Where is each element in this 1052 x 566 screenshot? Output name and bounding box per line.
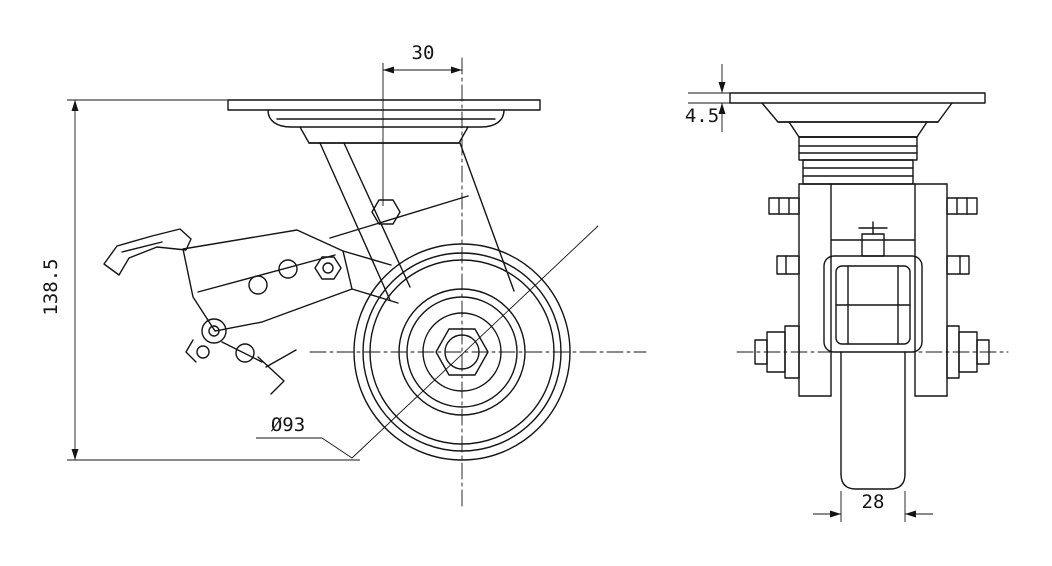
wheel-front	[840, 351, 906, 490]
mounting-plate-side	[227, 99, 541, 144]
swivel-housing-front	[798, 136, 918, 185]
side-view	[103, 57, 647, 507]
dimension-wheel-diameter-label: Ø93	[271, 414, 305, 436]
bracket-bolt-hex	[314, 256, 342, 280]
dimension-wheel-width-label: 28	[862, 491, 885, 513]
dimension-overall-height-label: 138.5	[40, 258, 62, 315]
axle-nut-hex	[435, 328, 489, 376]
side-bolts-front	[768, 197, 978, 275]
dimension-wheel-width: 28	[813, 491, 933, 522]
mounting-plate-front	[729, 92, 986, 138]
brake-mechanism-front	[823, 221, 923, 353]
axle-bolts-front	[754, 325, 990, 379]
dimension-annotations: 30 138.5 Ø93 4.5	[40, 42, 933, 522]
dimension-top-offset-label: 30	[412, 42, 435, 64]
brake-lever-assembly	[103, 228, 353, 395]
dimension-plate-thickness: 4.5	[685, 64, 732, 132]
brake-pedal	[103, 228, 192, 276]
brake-spring-pin	[257, 356, 285, 395]
fork-bolt-hex	[371, 199, 401, 225]
dimension-wheel-diameter: Ø93	[256, 414, 353, 459]
fork-legs-front	[798, 183, 948, 397]
front-view	[729, 92, 1009, 490]
swivel-fork-side	[319, 142, 515, 304]
dimension-top-offset: 30	[382, 42, 462, 206]
brake-bracket	[182, 229, 353, 332]
dimension-plate-thickness-label: 4.5	[685, 105, 719, 127]
dimension-overall-height: 138.5	[40, 99, 360, 461]
wheel-side	[351, 225, 599, 461]
